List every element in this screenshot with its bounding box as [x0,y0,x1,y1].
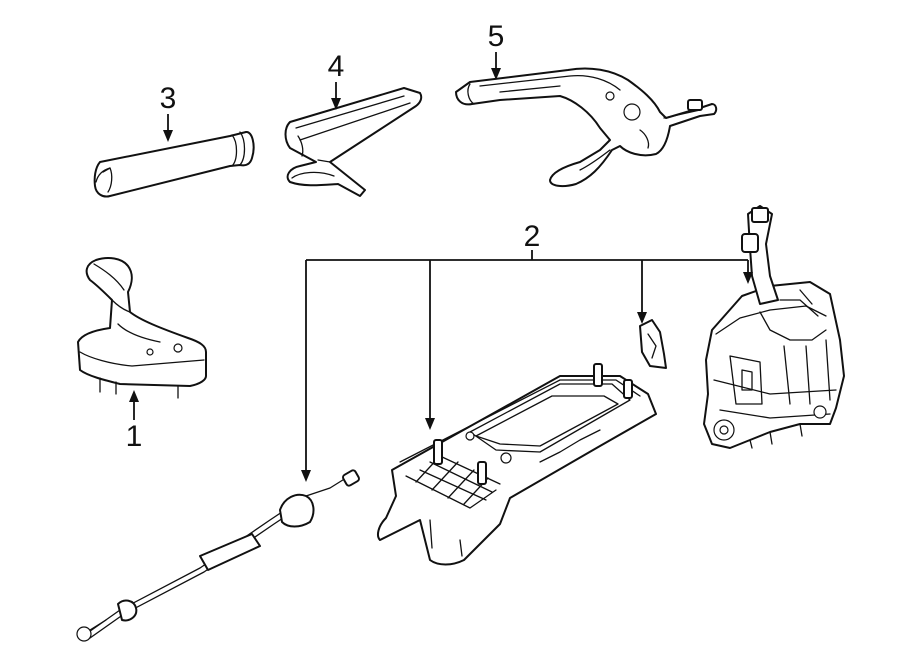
callout-5: 5 [488,20,505,53]
callout-1: 1 [126,420,143,453]
leader-lines [129,52,753,482]
part-1-shift-knob-bezel[interactable] [77,257,207,399]
callout-4: 4 [328,50,345,83]
part-2-shift-cable[interactable] [76,469,360,642]
callout-3: 3 [160,82,177,115]
part-2-shifter-assembly[interactable] [703,205,845,449]
part-5-lever-arm[interactable] [455,67,718,188]
part-3-handle-sleeve[interactable] [93,131,255,198]
callout-2: 2 [524,220,541,253]
part-2-console-bracket[interactable] [377,363,657,566]
part-4-bracket[interactable] [284,87,423,197]
part-2-retaining-clip[interactable] [639,319,667,369]
